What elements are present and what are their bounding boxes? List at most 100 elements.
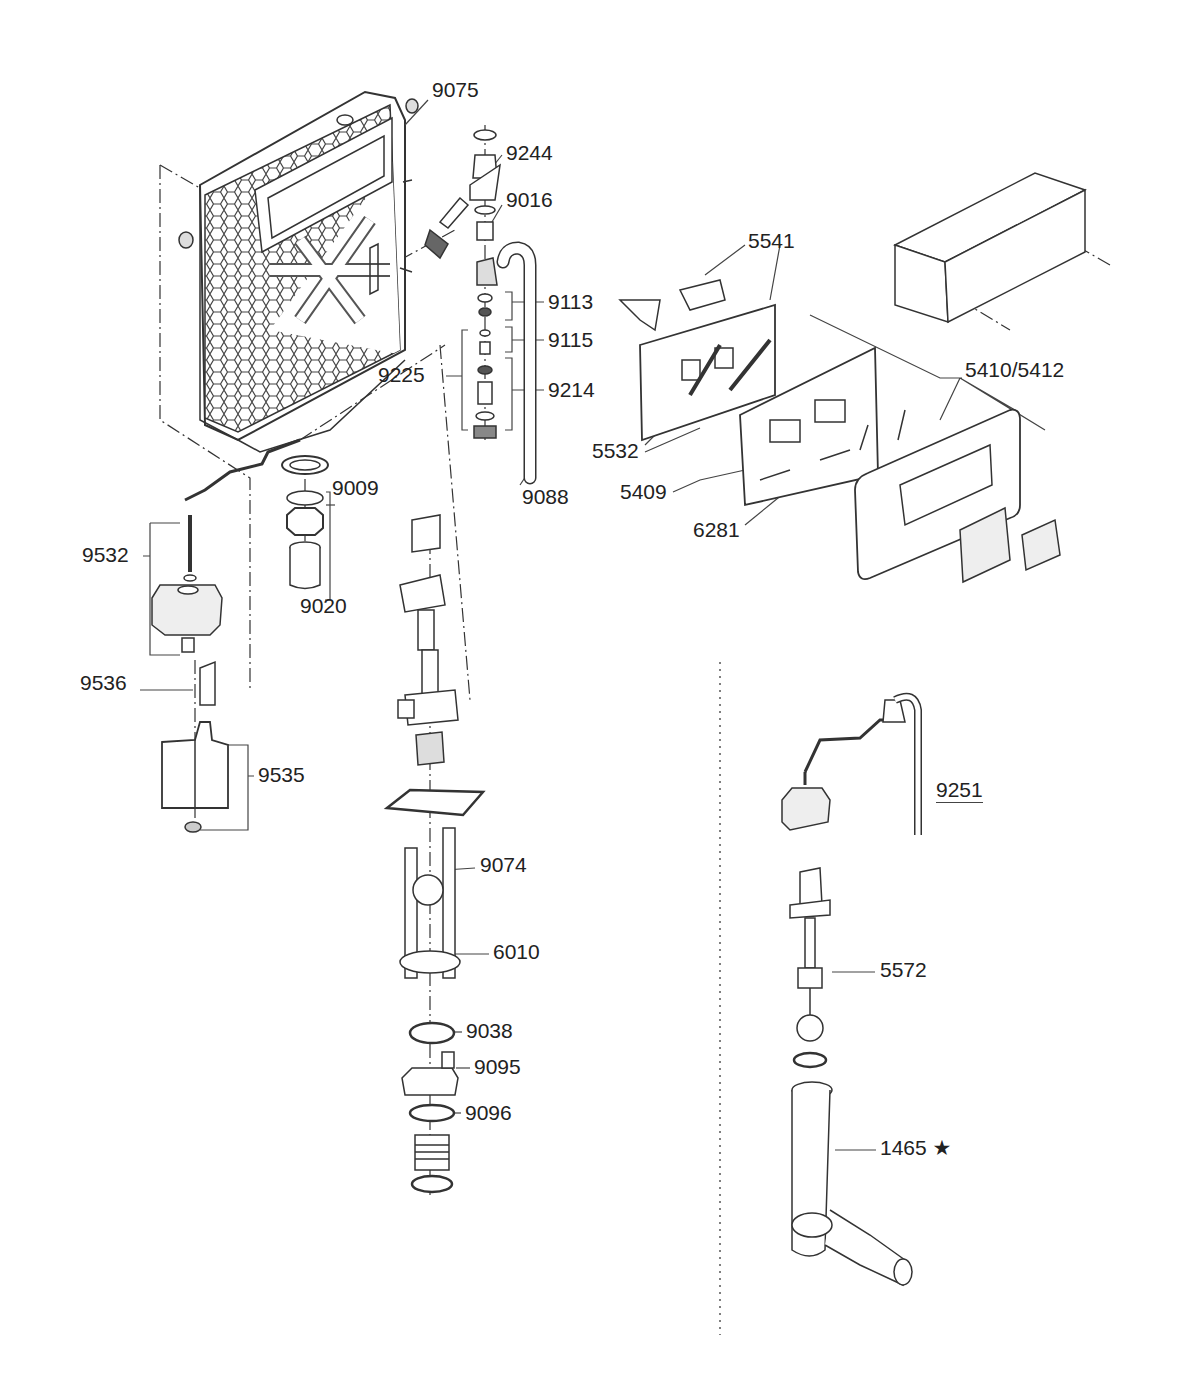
alternative-parts <box>805 918 815 968</box>
leader-line <box>326 504 335 505</box>
callout-number: 9016 <box>506 188 553 212</box>
cover-box <box>945 190 1085 322</box>
seal-parts <box>290 460 320 470</box>
flush-valve <box>412 1176 452 1192</box>
leader-line <box>140 100 1045 1150</box>
leader-line <box>455 1112 461 1113</box>
flush-valve <box>415 1135 449 1170</box>
float-assembly <box>162 722 228 808</box>
inlet-valve <box>440 198 468 228</box>
callout-number: 9535 <box>258 763 305 787</box>
flush-valve <box>402 1068 458 1095</box>
cistern-housing <box>268 136 384 238</box>
float-assembly <box>178 586 198 594</box>
callout-number: 9113 <box>548 290 593 314</box>
inlet-valve <box>474 130 496 140</box>
inlet-valve <box>478 366 492 374</box>
leader-line <box>673 470 745 492</box>
callout-number: 1465 ★ <box>880 1136 951 1160</box>
callout-number: 9074 <box>480 853 527 877</box>
cistern-housing <box>179 232 193 248</box>
construction-line <box>194 660 195 830</box>
actuator-plates <box>680 280 725 310</box>
construction-line <box>400 230 455 260</box>
callout-number: 9225 <box>378 363 425 387</box>
flush-valve <box>400 951 460 973</box>
actuator-plates <box>1022 520 1060 570</box>
callout-number: 5410/5412 <box>965 358 1064 382</box>
callout-number: 9020 <box>300 594 347 618</box>
inlet-valve <box>478 382 492 404</box>
inlet-valve <box>476 412 494 420</box>
alternative-parts <box>798 968 822 988</box>
callout-number: 9536 <box>80 671 127 695</box>
actuator-plates <box>760 450 850 480</box>
flush-valve <box>387 515 483 1192</box>
flush-valve <box>422 650 438 695</box>
float-assembly <box>200 662 215 705</box>
cistern-housing <box>337 115 353 125</box>
inlet-valve <box>477 222 493 240</box>
callout-number: 5532 <box>592 439 639 463</box>
leader-line <box>405 100 428 125</box>
callout-number: 9214 <box>548 378 595 402</box>
float-assembly <box>185 440 300 500</box>
callout-number: 9075 <box>432 78 479 102</box>
hose <box>503 248 530 478</box>
flush-valve <box>398 700 414 718</box>
actuator-plates <box>620 280 1060 582</box>
leader-line <box>455 953 489 954</box>
alternative-parts <box>894 1259 912 1285</box>
float-assembly <box>182 638 194 652</box>
divider-line <box>719 662 721 1335</box>
callout-number: 9009 <box>332 476 379 500</box>
leader-line <box>140 689 193 690</box>
inlet-valve <box>477 258 497 285</box>
float-assembly <box>185 822 201 832</box>
actuator-plates <box>960 508 1010 582</box>
flush-valve <box>412 515 440 552</box>
cistern-housing <box>179 92 430 452</box>
inlet-valve <box>479 308 491 316</box>
inlet-valve <box>474 426 496 438</box>
alternative-parts <box>782 697 918 1285</box>
flush-valve <box>442 1052 454 1068</box>
cistern-housing <box>400 180 412 272</box>
leader-line <box>446 330 468 430</box>
alternative-parts <box>782 788 830 830</box>
callout-number: 9251 <box>936 778 983 803</box>
flush-valve <box>400 575 445 612</box>
leader-line <box>325 492 330 600</box>
inlet-valve <box>425 130 500 438</box>
seal-parts <box>287 491 323 505</box>
cover-box <box>895 245 948 322</box>
actuator-plates <box>690 340 770 395</box>
inlet-valve <box>475 206 495 214</box>
construction-line <box>160 165 200 188</box>
alternative-parts <box>792 1213 832 1237</box>
inlet-valve <box>425 230 448 258</box>
alternative-parts <box>809 988 811 1015</box>
callout-number: 9038 <box>466 1019 513 1043</box>
callout-number: 9244 <box>506 141 553 165</box>
callout-number: 9532 <box>82 543 129 567</box>
inlet-valve <box>480 342 490 354</box>
cistern-housing <box>200 185 238 440</box>
flush-valve <box>418 610 434 650</box>
inlet-valve <box>480 330 490 336</box>
float-assembly <box>184 575 196 581</box>
flush-valve <box>410 1023 454 1043</box>
alternative-parts <box>790 900 830 918</box>
callout-number: 9095 <box>474 1055 521 1079</box>
actuator-plates <box>682 360 700 380</box>
cistern-housing <box>406 99 418 113</box>
actuator-plates <box>815 400 845 422</box>
alternative-parts <box>805 720 893 772</box>
hose <box>503 248 530 478</box>
seal-parts <box>290 547 320 589</box>
inlet-valve <box>478 294 492 302</box>
actuator-plates <box>770 420 800 442</box>
callout-number: 5541 <box>748 229 795 253</box>
